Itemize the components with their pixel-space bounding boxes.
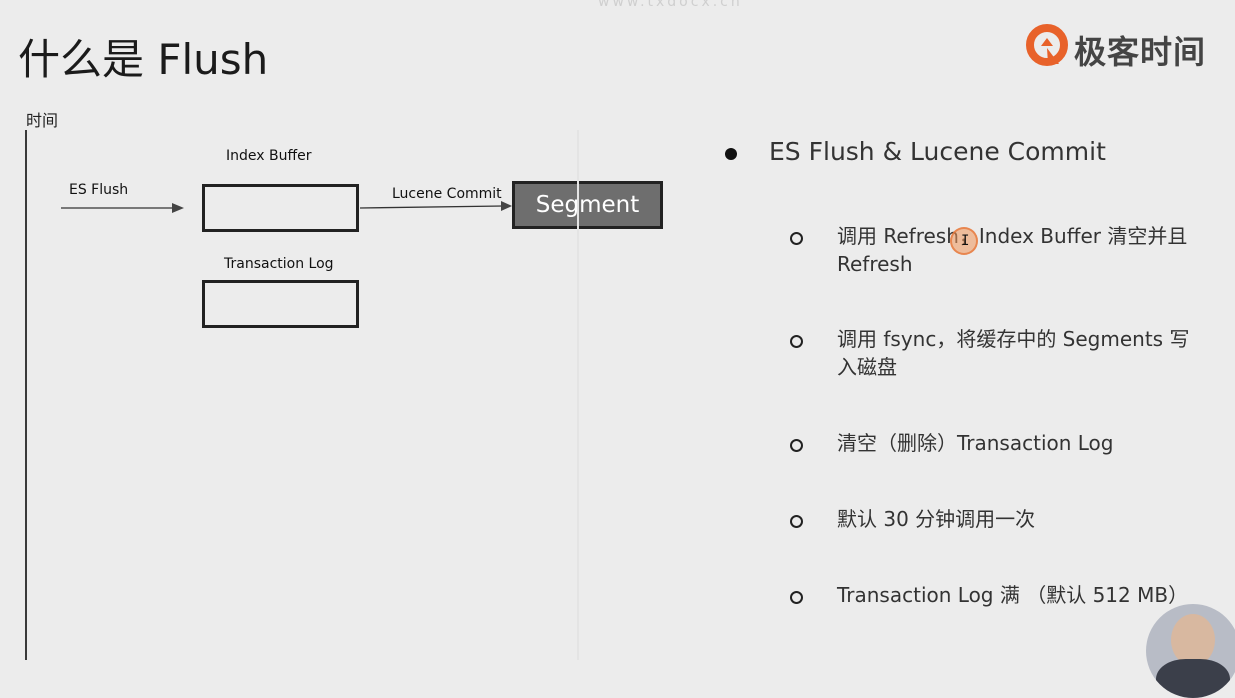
pointer-highlight-icon (950, 227, 978, 255)
transaction-log-label: Transaction Log (224, 256, 334, 272)
segment-label: Segment (535, 192, 640, 218)
transaction-log-box (202, 280, 359, 328)
segment-box: Segment (512, 181, 663, 229)
watermark: www.txdocx.cn (598, 0, 743, 10)
column-divider (577, 130, 579, 660)
geektime-logo: 极客时间 (1026, 24, 1218, 72)
es-flush-arrow (61, 203, 184, 213)
sub-bullet-text: Transaction Log 满 （默认 512 MB） (837, 583, 1189, 607)
logo-text: 极客时间 (1074, 33, 1207, 71)
time-axis-label: 时间 (26, 111, 59, 130)
geektime-logo-icon (1026, 24, 1068, 66)
slide-title: 什么是 Flush (18, 35, 269, 84)
circle-bullet-icon (790, 335, 803, 348)
presenter-avatar (1146, 604, 1235, 698)
main-bullet: ES Flush & Lucene Commit (769, 137, 1106, 166)
index-buffer-label: Index Buffer (226, 148, 312, 164)
circle-bullet-icon (790, 232, 803, 245)
circle-bullet-icon (790, 591, 803, 604)
bullet-dot (725, 148, 737, 160)
circle-bullet-icon (790, 439, 803, 452)
sub-bullet-text: 默认 30 分钟调用一次 (837, 507, 1036, 531)
lucene-commit-label: Lucene Commit (392, 186, 502, 202)
sub-bullet-text: 清空（删除）Transaction Log (837, 431, 1114, 455)
es-flush-label: ES Flush (69, 182, 129, 198)
diagram-arrows (61, 201, 512, 213)
index-buffer-box (202, 184, 359, 232)
sub-bullet-text: 调用 fsync，将缓存中的 Segments 写入磁盘 (837, 327, 1190, 379)
circle-bullet-icon (790, 515, 803, 528)
sub-bullet-text: 调用 Refresh，Index Buffer 清空并且 Refresh (837, 224, 1188, 276)
text-cursor-icon: I (961, 233, 970, 249)
lucene-commit-arrow (359, 201, 512, 211)
time-axis-line (25, 130, 27, 660)
